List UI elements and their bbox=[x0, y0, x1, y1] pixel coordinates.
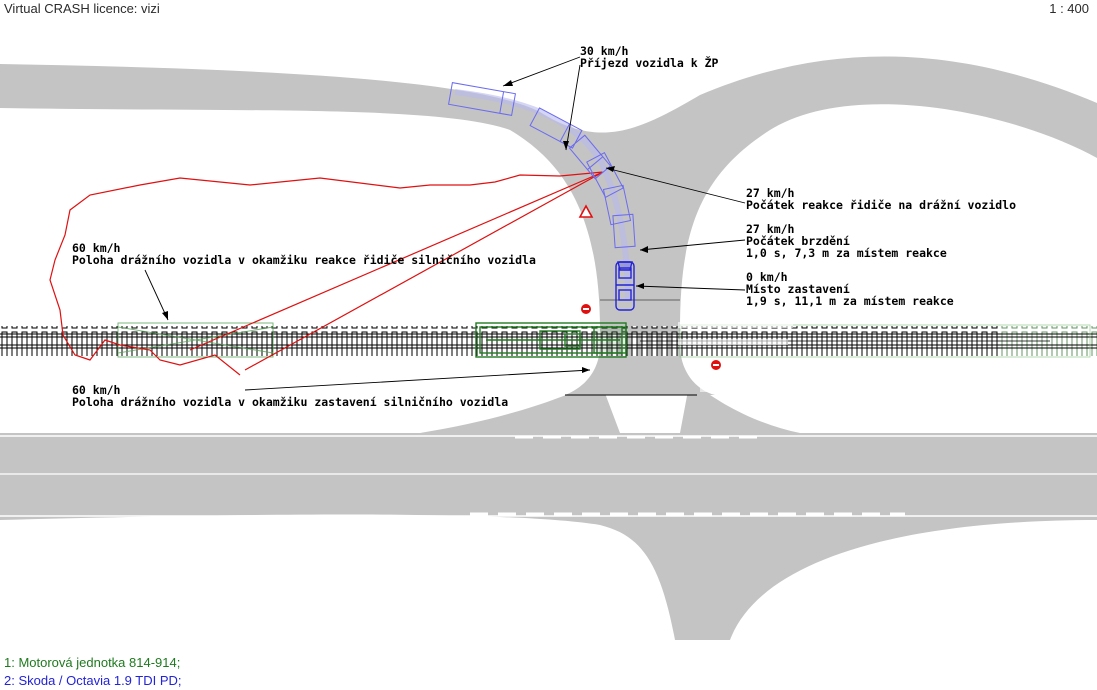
legend-item-train: 1: Motorová jednotka 814-914; bbox=[4, 655, 181, 670]
stop-label: Místo zastavení bbox=[746, 282, 850, 296]
reaction-speed: 27 km/h bbox=[746, 186, 795, 200]
lower-flare-road bbox=[0, 433, 1097, 640]
braking-speed: 27 km/h bbox=[746, 222, 795, 236]
braking-detail: 1,0 s, 7,3 m za místem reakce bbox=[746, 246, 947, 260]
train-reaction-speed: 60 km/h bbox=[72, 241, 121, 255]
stop-sign-icon bbox=[581, 304, 591, 314]
stop-sign-icon bbox=[711, 360, 721, 370]
upper-road bbox=[0, 56, 1097, 330]
braking-label: Počátek brzdění bbox=[746, 234, 850, 248]
train-stop-label: Poloha drážního vozidla v okamžiku zasta… bbox=[72, 395, 508, 409]
approach-label: Příjezd vozidla k ŽP bbox=[580, 55, 719, 70]
car-trajectory bbox=[447, 82, 636, 301]
reaction-label: Počátek reakce řidiče na drážní vozidlo bbox=[746, 198, 1016, 212]
train-at-stop bbox=[475, 322, 627, 358]
leader-arrowheads bbox=[162, 80, 648, 373]
scale-indicator: 1 : 400 bbox=[1049, 1, 1089, 16]
legend-item-car: 2: Skoda / Octavia 1.9 TDI PD; bbox=[4, 673, 182, 688]
sight-line bbox=[49, 171, 604, 376]
car-final-position bbox=[615, 261, 635, 311]
stop-detail: 1,9 s, 11,1 m za místem reakce bbox=[746, 294, 954, 308]
warning-triangle-icon bbox=[578, 204, 594, 218]
window-title: Virtual CRASH licence: vizi bbox=[4, 1, 160, 16]
approach-speed: 30 km/h bbox=[580, 44, 629, 58]
tiny-readouts bbox=[678, 322, 810, 392]
stop-speed: 0 km/h bbox=[746, 270, 788, 284]
train-reaction-label: Poloha drážního vozidla v okamžiku reakc… bbox=[72, 253, 536, 267]
annotation-leaders bbox=[144, 56, 746, 391]
train-stop-speed: 60 km/h bbox=[72, 383, 121, 397]
